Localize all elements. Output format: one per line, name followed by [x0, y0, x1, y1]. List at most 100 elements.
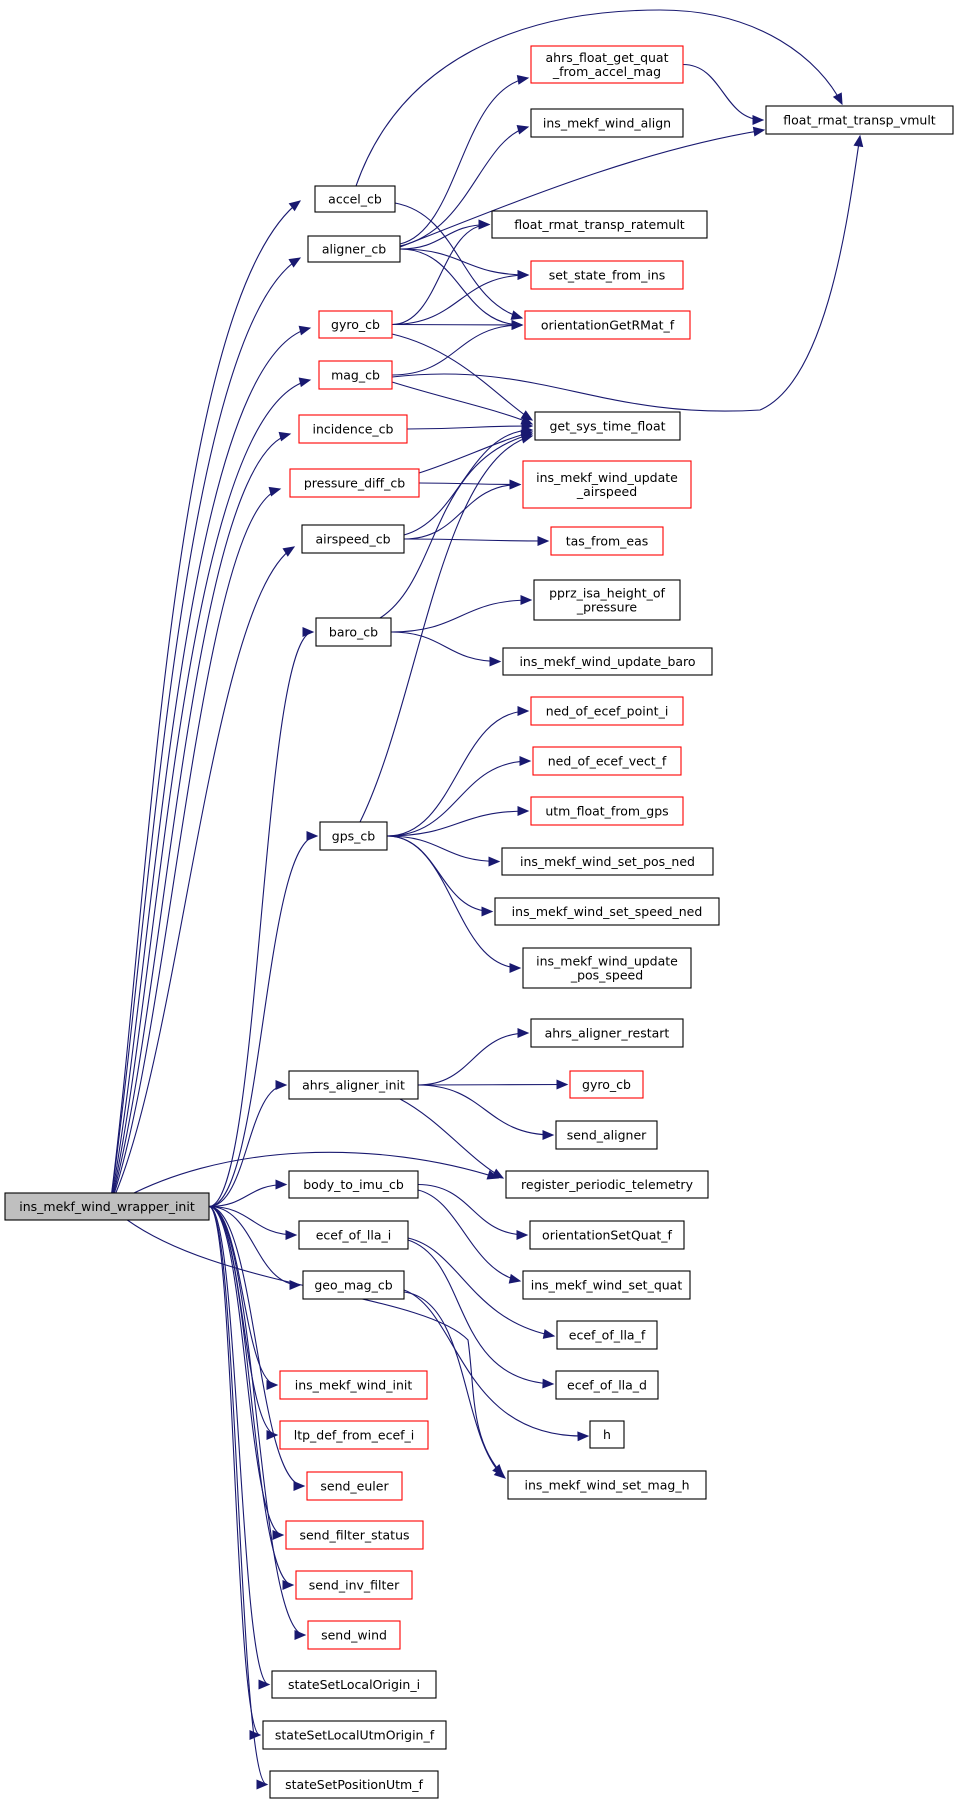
edge-ahrs-float-get-quat-to-float-rmat-transp-vmult-arrowhead: [752, 115, 765, 125]
node-box: [279, 1420, 429, 1450]
node-send-filter-status[interactable]: send_filter_status: [285, 1520, 424, 1550]
node-ins-mekf-wind-set-mag-h[interactable]: ins_mekf_wind_set_mag_h: [507, 1470, 707, 1500]
node-gyro-cb[interactable]: gyro_cb: [318, 310, 393, 339]
edge-root-to-stateSetPositionUtm-f: [208, 1205, 268, 1786]
node-get-sys-time-float[interactable]: get_sys_time_float: [534, 411, 681, 441]
node-ins-mekf-wind-set-speed-ned[interactable]: ins_mekf_wind_set_speed_ned: [494, 897, 720, 926]
node-box: [505, 1170, 709, 1199]
edge-root-to-ecef-of-lla-i: [208, 1205, 297, 1236]
node-ecef-of-lla-f[interactable]: ecef_of_lla_f: [556, 1320, 658, 1350]
node-h[interactable]: h: [589, 1420, 625, 1449]
node-ins-mekf-wind-init[interactable]: ins_mekf_wind_init: [279, 1370, 428, 1400]
node-send-aligner[interactable]: send_aligner: [555, 1120, 658, 1150]
node-box: [319, 821, 388, 851]
node-send-euler[interactable]: send_euler: [306, 1471, 403, 1501]
edge-geo-mag-cb-to-ins-mekf-wind-set-mag-h-arrowhead: [493, 1467, 506, 1479]
node-label: ahrs_aligner_restart: [545, 1026, 670, 1041]
node-box: [530, 260, 684, 290]
node-ins-mekf-wind-update-baro[interactable]: ins_mekf_wind_update_baro: [502, 647, 713, 676]
node-box: [298, 414, 408, 444]
node-label: ahrs_float_get_quat: [545, 50, 668, 65]
node-geo-mag-cb[interactable]: geo_mag_cb: [302, 1270, 405, 1300]
node-root: ins_mekf_wind_wrapper_init: [4, 1192, 210, 1221]
edge-accel-cb-to-float-rmat-transp-vmult: [355, 9, 843, 187]
edge-ahrs-aligner-init-to-register-periodic-telemetry-arrowhead: [491, 1168, 505, 1179]
node-utm-float-from-gps[interactable]: utm_float_from_gps: [530, 796, 684, 826]
node-float-rmat-transp-vmult[interactable]: float_rmat_transp_vmult: [765, 105, 954, 135]
node-ahrs-float-get-quat[interactable]: ahrs_float_get_quat_from_accel_mag: [530, 45, 684, 84]
node-box: [555, 1370, 659, 1400]
node-orientationSetQuat-f[interactable]: orientationSetQuat_f: [529, 1220, 685, 1250]
node-label: ins_mekf_wind_align: [543, 116, 671, 131]
node-orientationGetRMat-f[interactable]: orientationGetRMat_f: [524, 310, 691, 340]
node-stateSetPositionUtm-f[interactable]: stateSetPositionUtm_f: [269, 1770, 439, 1799]
node-ins-mekf-wind-align[interactable]: ins_mekf_wind_align: [530, 108, 684, 138]
node-register-periodic-telemetry[interactable]: register_periodic_telemetry: [505, 1170, 709, 1199]
node-label: send_euler: [320, 1479, 389, 1494]
node-label: pressure_diff_cb: [304, 476, 405, 491]
node-box: [530, 1018, 684, 1048]
node-ins-mekf-wind-update-airspeed[interactable]: ins_mekf_wind_update_airspeed: [522, 460, 692, 509]
node-label: _pressure: [576, 600, 638, 615]
node-box: [534, 411, 681, 441]
node-box: [522, 947, 692, 989]
node-label: stateSetLocalUtmOrigin_f: [275, 1728, 435, 1743]
node-label: airspeed_cb: [315, 532, 390, 547]
node-label: send_aligner: [567, 1128, 647, 1143]
edge-aligner-cb-to-ins-mekf-wind-align: [399, 126, 529, 247]
node-airspeed-cb[interactable]: airspeed_cb: [301, 524, 405, 554]
node-ecef-of-lla-i[interactable]: ecef_of_lla_i: [298, 1220, 409, 1250]
edge-root-to-send-filter-status-arrowhead: [272, 1530, 285, 1540]
node-box: [318, 310, 393, 339]
node-box: [307, 1620, 401, 1650]
node-box: [530, 108, 684, 138]
node-ned-of-ecef-point-i[interactable]: ned_of_ecef_point_i: [530, 696, 684, 726]
edge-body-to-imu-cb-to-ins-mekf-wind-set-quat-arrowhead: [508, 1273, 522, 1284]
node-box: [301, 524, 405, 554]
edge-root-to-ecef-of-lla-i-arrowhead: [285, 1230, 298, 1240]
edge-root-to-geo-mag-cb: [208, 1205, 301, 1286]
edge-ahrs-aligner-init-to-send-aligner-arrowhead: [542, 1130, 555, 1140]
node-ins-mekf-wind-set-quat[interactable]: ins_mekf_wind_set_quat: [522, 1270, 691, 1300]
node-stateSetLocalOrigin-i[interactable]: stateSetLocalOrigin_i: [271, 1670, 437, 1699]
edge-gps-cb-to-get-sys-time-float: [359, 435, 533, 823]
node-body-to-imu-cb[interactable]: body_to_imu_cb: [288, 1170, 419, 1199]
edge-gps-cb-to-ins-mekf-wind-update-pos-speed-arrowhead: [509, 963, 522, 973]
node-label: baro_cb: [329, 625, 378, 640]
edge-root-to-ltp-def-from-ecef-i-arrowhead: [266, 1430, 279, 1440]
node-box: [285, 1520, 424, 1550]
node-ins-mekf-wind-update-pos-speed[interactable]: ins_mekf_wind_update_pos_speed: [522, 947, 692, 989]
node-box: [494, 897, 720, 926]
node-aligner-cb[interactable]: aligner_cb: [307, 235, 401, 263]
node-label: gyro_cb: [331, 317, 380, 332]
node-stateSetLocalUtmOrigin-f[interactable]: stateSetLocalUtmOrigin_f: [262, 1720, 447, 1750]
node-send-inv-filter[interactable]: send_inv_filter: [295, 1570, 413, 1600]
edge-ecef-of-lla-i-to-ecef-of-lla-f-arrowhead: [542, 1329, 556, 1339]
node-gyro-cb-2[interactable]: gyro_cb: [569, 1070, 644, 1099]
node-ins-mekf-wind-set-pos-ned[interactable]: ins_mekf_wind_set_pos_ned: [501, 847, 714, 876]
node-pprz-isa-height-of-pressure[interactable]: pprz_isa_height_of_pressure: [533, 579, 681, 621]
node-baro-cb[interactable]: baro_cb: [315, 617, 392, 647]
node-float-rmat-transp-ratemult[interactable]: float_rmat_transp_ratemult: [491, 210, 708, 239]
node-pressure-diff-cb[interactable]: pressure_diff_cb: [289, 468, 420, 498]
node-ltp-def-from-ecef-i[interactable]: ltp_def_from_ecef_i: [279, 1420, 429, 1450]
node-mag-cb[interactable]: mag_cb: [318, 360, 393, 390]
node-set-state-from-ins[interactable]: set_state_from_ins: [530, 260, 684, 290]
node-label: aligner_cb: [322, 242, 386, 257]
edge-aligner-cb-to-set-state-from-ins: [399, 248, 529, 276]
edge-ahrs-float-get-quat-to-float-rmat-transp-vmult: [682, 63, 764, 121]
node-ahrs-aligner-init[interactable]: ahrs_aligner_init: [288, 1070, 419, 1100]
edge-root-to-body-to-imu-cb-arrowhead: [275, 1179, 288, 1190]
node-tas-from-eas[interactable]: tas_from_eas: [550, 526, 664, 556]
node-ahrs-aligner-restart[interactable]: ahrs_aligner_restart: [530, 1018, 684, 1048]
edge-airspeed-cb-to-ins-mekf-wind-update-airspeed-arrowhead: [509, 479, 522, 490]
node-ecef-of-lla-d[interactable]: ecef_of_lla_d: [555, 1370, 659, 1400]
node-accel-cb[interactable]: accel_cb: [314, 185, 396, 213]
node-gps-cb[interactable]: gps_cb: [319, 821, 388, 851]
node-ned-of-ecef-vect-f[interactable]: ned_of_ecef_vect_f: [532, 746, 682, 776]
node-incidence-cb[interactable]: incidence_cb: [298, 414, 408, 444]
node-box: [522, 460, 692, 509]
edge-ahrs-aligner-init-to-gyro-cb-2: [417, 1083, 568, 1086]
edge-root-to-register-periodic-telemetry: [109, 1151, 499, 1207]
node-send-wind[interactable]: send_wind: [307, 1620, 401, 1650]
